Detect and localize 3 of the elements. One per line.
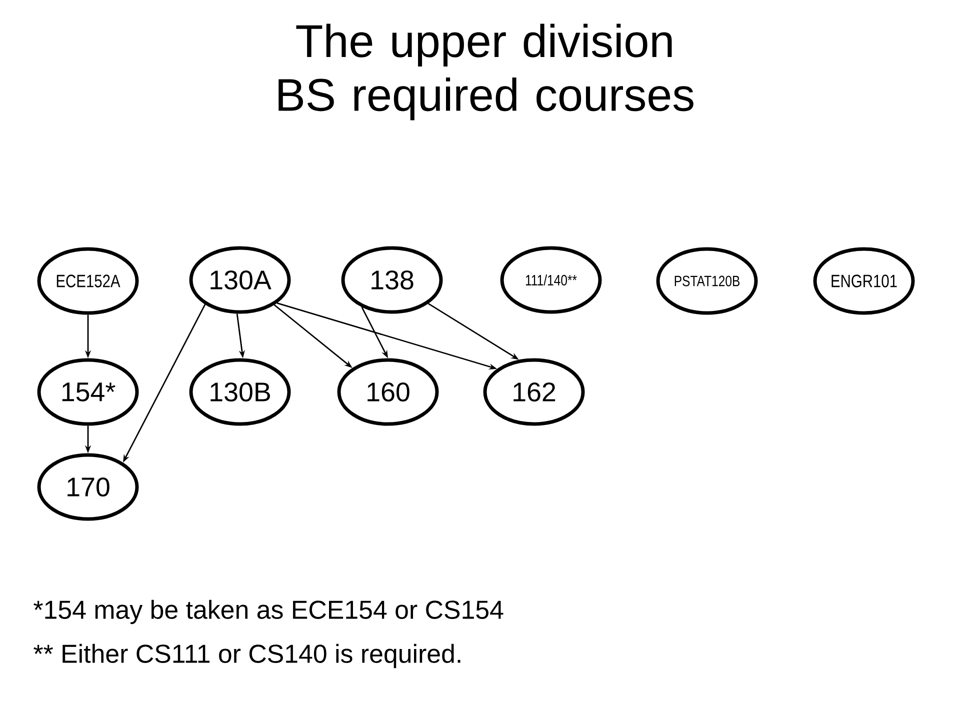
footnote: ** Either CS111 or CS140 is required.	[34, 644, 460, 668]
title: The upper division BS required courses	[278, 24, 694, 120]
footnote: *154 may be taken as ECE154 or CS154	[34, 600, 504, 624]
